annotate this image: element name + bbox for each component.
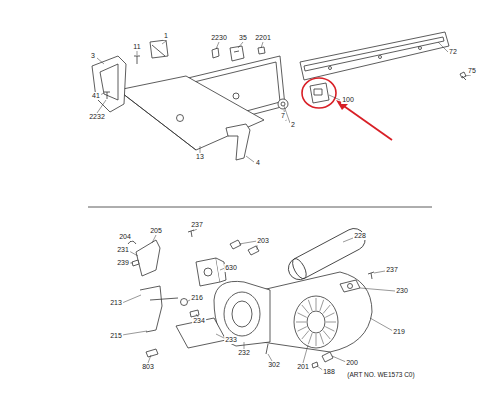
- part-205: [136, 240, 160, 276]
- part-72: [300, 32, 449, 80]
- callout-number: 203: [256, 237, 270, 245]
- blower-fin: [302, 305, 309, 313]
- callout-number: 2232: [88, 113, 106, 121]
- callout-number: 75: [467, 67, 477, 75]
- part-188: [312, 362, 318, 368]
- callout-number: 231: [116, 246, 130, 254]
- blower-fin: [302, 330, 309, 338]
- callout-number: 216: [190, 294, 204, 302]
- callout-number: 213: [109, 299, 123, 307]
- callout-number: 232: [237, 349, 251, 357]
- callout-number: 35: [238, 34, 248, 42]
- part-201: [294, 296, 338, 348]
- part-204: [128, 241, 136, 244]
- callout-number: 630: [224, 264, 238, 272]
- callout-number: 11: [132, 43, 141, 51]
- blower-fin: [323, 330, 330, 338]
- divider: [88, 207, 432, 208]
- part-216: [181, 299, 188, 306]
- part-11: [134, 56, 140, 64]
- callout-number: 100: [341, 96, 355, 104]
- callout-number: 200: [345, 359, 359, 367]
- blower-fin: [323, 305, 330, 313]
- callout-number: 7: [280, 112, 286, 120]
- callout-number: 228: [353, 232, 367, 240]
- part-35: [230, 46, 244, 61]
- blower-fin: [308, 333, 312, 344]
- part-803: [146, 349, 158, 357]
- leader-lines: [122, 229, 395, 371]
- blower-fin: [326, 322, 336, 323]
- callout-number: 237: [385, 266, 399, 274]
- part-630: [196, 258, 220, 286]
- callout-number: 4: [255, 159, 261, 167]
- callout-number: 72: [448, 48, 458, 56]
- callout-number: 201: [296, 363, 310, 371]
- blower-fin: [325, 313, 334, 318]
- callout-number: 302: [267, 361, 281, 369]
- callout-number: 234: [192, 317, 206, 325]
- callout-number: 803: [141, 363, 155, 371]
- blower-fin: [325, 327, 334, 332]
- callout-number: 1: [163, 32, 169, 40]
- callout-number: 230: [395, 287, 409, 295]
- blower-fin: [320, 300, 324, 311]
- callout-number: 2230: [210, 34, 228, 42]
- part-100: [310, 83, 329, 103]
- callout-number: 204: [118, 233, 132, 241]
- callout-number: 237: [190, 221, 204, 229]
- callout-number: 233: [224, 336, 238, 344]
- part-213: [140, 286, 162, 332]
- callout-number: 188: [322, 368, 336, 376]
- blower-fin: [316, 298, 317, 310]
- part-1: [150, 40, 168, 58]
- leader-lines: [97, 41, 471, 162]
- blower-fin: [296, 322, 306, 323]
- part-3: [92, 56, 126, 112]
- part-4: [226, 124, 250, 160]
- part-233: [176, 318, 226, 348]
- part-219: [262, 272, 372, 352]
- callout-number: 41: [91, 92, 101, 100]
- part-203: [230, 240, 259, 255]
- blower-fin: [316, 334, 317, 346]
- blower-fin: [320, 333, 324, 344]
- blower-fin: [308, 300, 312, 311]
- callout-number: 2201: [254, 34, 272, 42]
- part-230: [340, 280, 360, 292]
- callout-number: 2: [290, 121, 296, 129]
- callout-number: 239: [116, 259, 130, 267]
- part-200: [322, 352, 333, 362]
- part-234: [190, 310, 199, 317]
- callout-number: 219: [392, 328, 406, 336]
- callout-number: 205: [149, 227, 163, 235]
- blower-fin: [298, 313, 307, 318]
- highlight-circle: [302, 78, 336, 108]
- callout-number: 13: [195, 153, 205, 161]
- callout-number: 3: [90, 52, 96, 60]
- part-7: [278, 99, 288, 109]
- callout-number: 215: [109, 332, 123, 340]
- blower-fin: [298, 327, 307, 332]
- highlight-arrow: [341, 104, 392, 140]
- art-number: (ART NO. WE1573 C0): [346, 371, 415, 379]
